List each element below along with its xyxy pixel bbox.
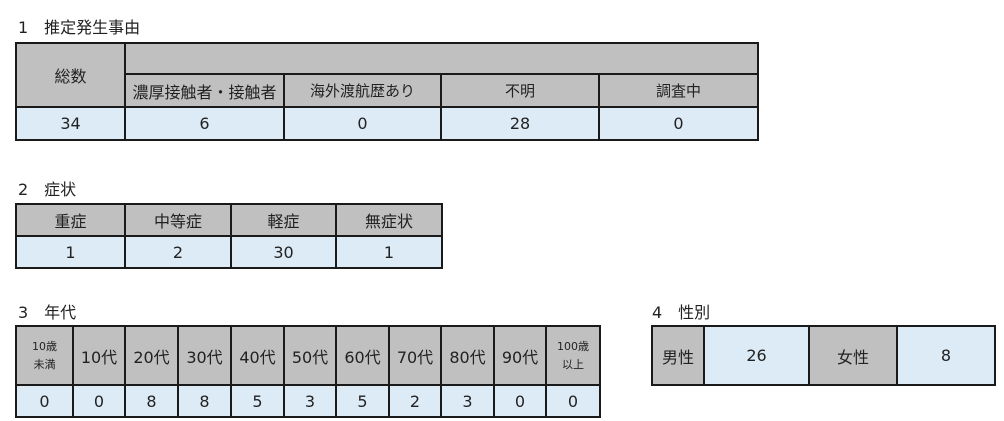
age-value-70s: 2: [388, 384, 442, 418]
symptom-header-mild: 軽症: [230, 203, 337, 237]
cause-table: 総数 濃厚接触者・接触者 海外渡航歴あり 不明 調査中 34 6 0 28 0: [15, 42, 759, 141]
female-label: 女性: [808, 325, 898, 386]
section-title-gender: 4 性別: [652, 303, 711, 322]
age-value-40s: 5: [230, 384, 285, 418]
age-header-100plus: 100歳以上: [545, 325, 601, 386]
symptom-value-asymptomatic: 1: [335, 235, 443, 269]
age-header-10s: 10代: [72, 325, 126, 386]
male-label: 男性: [651, 325, 705, 386]
female-value: 8: [896, 325, 996, 386]
age-header-under10: 10歳未満: [15, 325, 74, 386]
age-value-under10: 0: [15, 384, 74, 418]
cause-value-investigating: 0: [598, 106, 759, 141]
symptoms-table: 重症 中等症 軽症 無症状 1 2 30 1: [15, 203, 443, 269]
age-header-60s: 60代: [335, 325, 390, 386]
total-header: 総数: [15, 42, 126, 108]
total-value: 34: [15, 106, 126, 141]
symptom-header-severe: 重症: [15, 203, 126, 237]
age-header-70s: 70代: [388, 325, 442, 386]
section-title-cause: 1 推定発生事由: [18, 18, 141, 37]
age-table: 10歳未満 10代 20代 30代 40代 50代 60代 70代 80代 90…: [15, 325, 601, 418]
cause-value-overseas: 0: [283, 106, 442, 141]
cause-value-unknown: 28: [440, 106, 600, 141]
symptom-value-mild: 30: [230, 235, 337, 269]
age-value-100plus: 0: [545, 384, 601, 418]
section-title-age: 3 年代: [18, 303, 77, 322]
cause-header-unknown: 不明: [440, 73, 600, 108]
cause-header-overseas: 海外渡航歴あり: [283, 73, 442, 108]
age-value-10s: 0: [72, 384, 126, 418]
male-value: 26: [703, 325, 810, 386]
age-value-80s: 3: [440, 384, 495, 418]
age-header-80s: 80代: [440, 325, 495, 386]
symptom-value-severe: 1: [15, 235, 126, 269]
age-header-30s: 30代: [177, 325, 232, 386]
age-value-90s: 0: [493, 384, 547, 418]
gender-table: 男性 26 女性 8: [651, 325, 996, 386]
symptom-header-asymptomatic: 無症状: [335, 203, 443, 237]
section-title-symptoms: 2 症状: [18, 180, 77, 199]
age-value-20s: 8: [124, 384, 179, 418]
age-header-40s: 40代: [230, 325, 285, 386]
age-value-30s: 8: [177, 384, 232, 418]
cause-group-header: [124, 42, 759, 75]
age-value-50s: 3: [283, 384, 337, 418]
age-value-60s: 5: [335, 384, 390, 418]
cause-header-investigating: 調査中: [598, 73, 759, 108]
cause-value-close-contact: 6: [124, 106, 285, 141]
symptom-header-moderate: 中等症: [124, 203, 232, 237]
age-header-50s: 50代: [283, 325, 337, 386]
age-header-90s: 90代: [493, 325, 547, 386]
symptom-value-moderate: 2: [124, 235, 232, 269]
cause-header-close-contact: 濃厚接触者・接触者: [124, 73, 285, 108]
age-header-20s: 20代: [124, 325, 179, 386]
